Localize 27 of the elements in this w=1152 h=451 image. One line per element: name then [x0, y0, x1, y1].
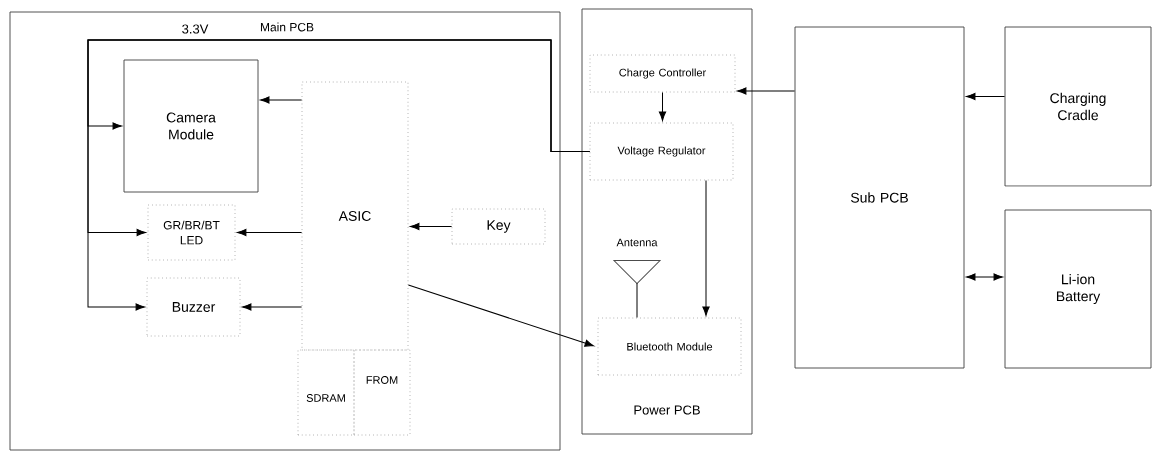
arrow [260, 96, 303, 104]
arrow [966, 92, 1006, 101]
arrow [966, 273, 1003, 281]
arrow [87, 39, 591, 311]
component-box: Bluetooth Module [597, 317, 742, 376]
antenna-label: Antenna [616, 238, 658, 247]
edge-label: 3.3V [180, 23, 210, 35]
arrow [410, 222, 453, 231]
component-box: Buzzer [146, 277, 241, 337]
connector-line [636, 282, 638, 319]
chip-box: ASIC [301, 81, 409, 351]
arrow [658, 91, 667, 121]
component-box: GR/BR/BT LED [147, 204, 236, 261]
module-box: Camera Module [123, 59, 259, 193]
arrow [702, 179, 710, 316]
memory-box: SDRAM [297, 349, 355, 436]
board-box: Sub PCB [794, 26, 965, 369]
arrow [407, 284, 595, 347]
arrow [237, 228, 303, 237]
device-box: Charging Cradle [1004, 26, 1152, 187]
memory-box: FROM [353, 349, 411, 436]
component-box: Charge Controller [589, 54, 736, 93]
device-box: Li-ion Battery [1004, 209, 1152, 369]
key-box: Key [451, 208, 546, 245]
component-box: Voltage Regulator [589, 122, 734, 181]
arrow [737, 87, 796, 95]
arrow [242, 303, 303, 311]
